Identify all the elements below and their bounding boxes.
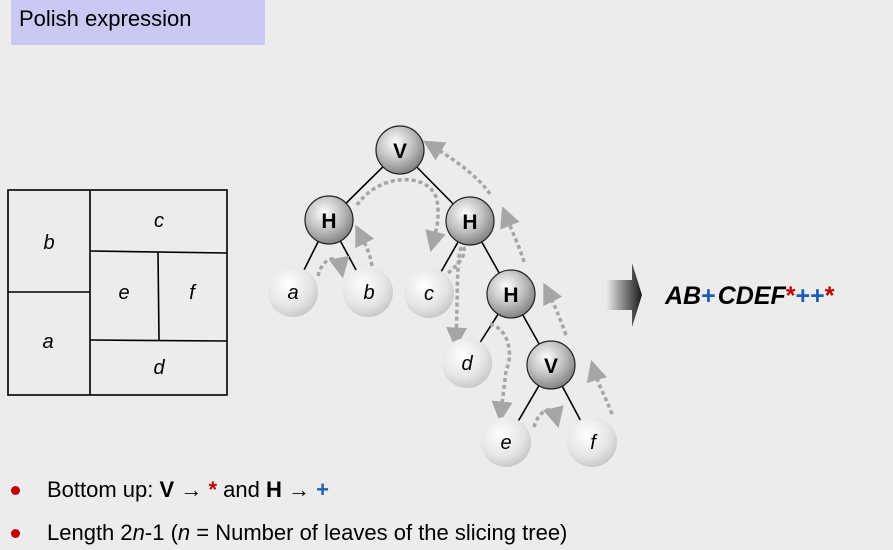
b1-prefix: Bottom up: — [47, 477, 160, 502]
b1-and: and — [217, 477, 266, 502]
b2-n2: n — [177, 520, 191, 545]
b1-arrow-2: → — [281, 477, 317, 502]
traversal-arrows — [316, 140, 614, 429]
expr-op-plus-2: ++ — [796, 282, 825, 310]
big-arrow-icon — [606, 263, 642, 327]
b2-p2: -1 ( — [144, 520, 178, 545]
expr-op-plus-1: + — [701, 282, 716, 310]
block-d-label: d — [153, 357, 165, 379]
b2-p1: Length 2 — [47, 520, 133, 545]
leaf-f-label: f — [590, 432, 598, 454]
page-title: Polish expression — [19, 6, 192, 31]
tree-nodes: V H H H V a b c d e f — [268, 125, 617, 467]
b1-v: V — [159, 477, 175, 502]
block-a-label: a — [42, 331, 53, 353]
node-root-v — [375, 125, 425, 175]
bullet-dot-1 — [11, 486, 20, 495]
node-h3 — [486, 269, 536, 319]
b1-h: H — [265, 477, 282, 502]
b1-star: * — [208, 477, 217, 502]
node-v2 — [526, 340, 576, 390]
leaf-e-label: e — [500, 432, 511, 454]
b2-n1: n — [132, 520, 145, 545]
expr-op-star-2: * — [825, 282, 835, 310]
bullet-dot-2 — [11, 529, 20, 538]
block-e-label: e — [118, 282, 129, 304]
node-h1 — [304, 195, 354, 245]
node-v2-label: V — [544, 355, 558, 378]
b1-arrow-1: → — [174, 477, 209, 502]
bullet-2: Length 2n-1 (n = Number of leaves of the… — [47, 520, 567, 546]
expr-part-cdef: CDEF — [718, 282, 787, 310]
block-c-label: c — [154, 210, 164, 232]
leaf-b — [343, 267, 393, 317]
block-b-label: b — [43, 232, 54, 254]
title-box: Polish expression — [11, 0, 265, 45]
leaf-b-label: b — [363, 282, 374, 304]
node-h2-label: H — [462, 211, 477, 234]
leaf-d — [442, 338, 492, 388]
block-f-label: f — [189, 282, 197, 304]
node-h2 — [445, 196, 495, 246]
polish-expression: AB+CDEF*++* — [664, 282, 835, 310]
leaf-c-label: c — [424, 283, 434, 305]
node-root-label: V — [393, 140, 407, 163]
floorplan: b c e f a d — [7, 189, 228, 396]
b2-p3: = Number of leaves of the slicing tree) — [190, 520, 568, 545]
bullet-1: Bottom up: V → * and H → + — [47, 477, 329, 503]
node-h1-label: H — [321, 210, 336, 233]
leaf-e — [481, 417, 531, 467]
leaf-a — [268, 267, 318, 317]
leaf-c — [404, 268, 454, 318]
b1-plus: + — [316, 477, 329, 502]
expr-part-ab: AB — [664, 282, 701, 310]
expr-op-star-1: * — [786, 282, 796, 310]
leaf-f — [567, 417, 617, 467]
leaf-d-label: d — [461, 353, 473, 375]
leaf-a-label: a — [287, 282, 298, 304]
node-h3-label: H — [503, 284, 518, 307]
